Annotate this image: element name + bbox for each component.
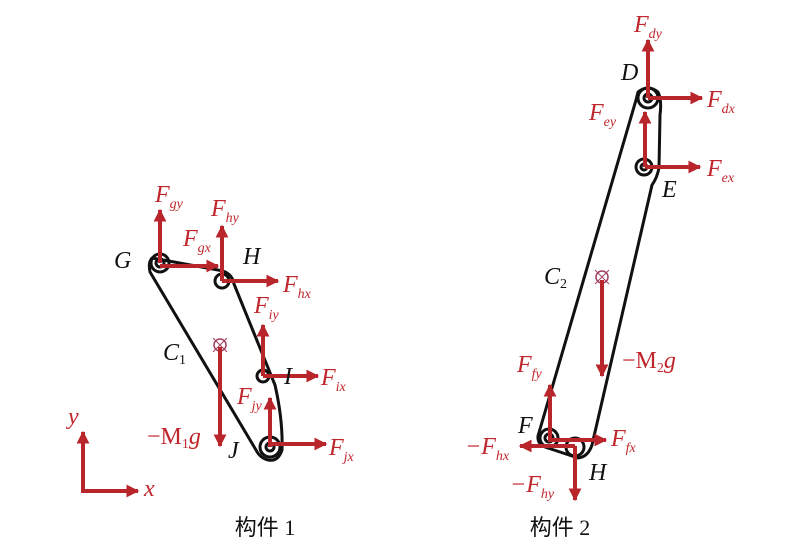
point-label-d: D (620, 60, 638, 86)
label-fex: Fex (706, 156, 735, 186)
point-label-c2: C2 (544, 264, 567, 292)
label-fiy: Fiy (253, 293, 280, 323)
label-neg-fhx: −Fhx (465, 434, 510, 464)
y-axis-label: y (66, 404, 79, 430)
label-fix: Fix (320, 365, 347, 395)
label-neg-fhy: −Fhy (510, 472, 555, 502)
label-fjx: Fjx (328, 435, 355, 465)
coordinate-axes: y x (66, 404, 155, 502)
point-label-e: E (661, 177, 677, 203)
label-fgy: Fgy (154, 182, 184, 212)
label-ffx: Ffx (610, 426, 637, 456)
x-axis-label: x (143, 476, 155, 502)
label-weight-2: −M2g (622, 348, 676, 376)
point-label-f: F (517, 413, 533, 439)
label-fdx: Fdx (706, 87, 736, 117)
label-fdy: Fdy (633, 12, 663, 42)
label-fhy: Fhy (210, 196, 240, 226)
label-ffy: Ffy (516, 352, 543, 382)
point-label-h: H (242, 244, 262, 270)
label-fgx: Fgx (182, 226, 212, 256)
label-fey: Fey (588, 100, 617, 130)
point-label-j: J (228, 438, 240, 464)
point-label-i: I (283, 364, 293, 390)
caption-body-1: 构件 1 (235, 515, 296, 540)
body-1: G H I J C1 Fgy Fgx Fhy Fhx Fiy Fix Fjy F… (114, 182, 355, 465)
label-fhx: Fhx (282, 272, 312, 302)
label-weight-1: −M1g (147, 424, 201, 452)
label-fjy: Fjy (236, 384, 263, 414)
point-label-c1: C1 (163, 340, 186, 368)
body-2: D E F H C2 Fdy Fdx Fey Fex −M2g Ffy Ffx … (465, 12, 736, 502)
caption-body-2: 构件 2 (530, 515, 591, 540)
point-label-h2: H (588, 460, 608, 486)
point-label-g: G (114, 248, 131, 274)
